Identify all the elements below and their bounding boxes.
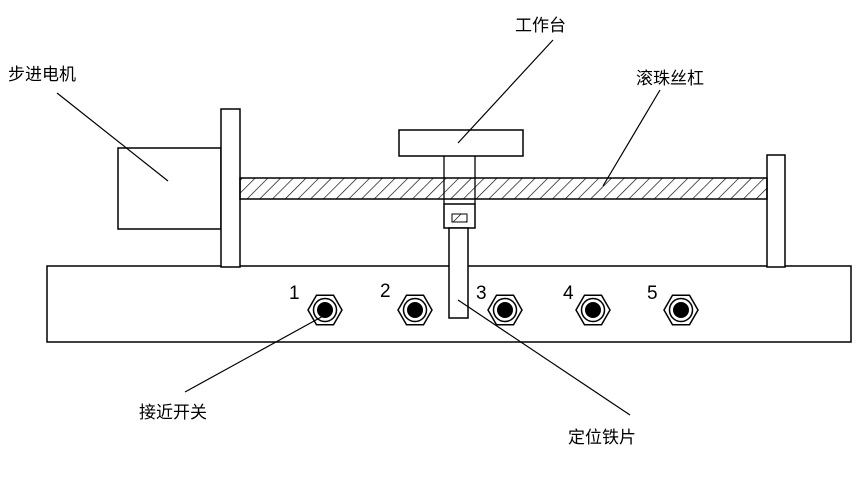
proximity-switch-3 bbox=[487, 294, 523, 326]
proximity-switch-5 bbox=[663, 294, 699, 326]
plate-label: 定位铁片 bbox=[568, 428, 636, 448]
switch-label: 接近开关 bbox=[139, 403, 207, 423]
motor-label: 步进电机 bbox=[8, 65, 76, 85]
screw-label: 滚珠丝杠 bbox=[636, 69, 704, 89]
plate-leader-line bbox=[457, 299, 631, 416]
switch-leader-line bbox=[184, 314, 326, 393]
proximity-switch-2 bbox=[397, 294, 433, 326]
proximity-switch-4 bbox=[575, 294, 611, 326]
switch-number-3: 3 bbox=[476, 283, 487, 304]
proximity-switch-1 bbox=[307, 294, 343, 326]
worktable bbox=[398, 129, 524, 157]
table-label: 工作台 bbox=[515, 16, 566, 36]
screw-leader-line bbox=[602, 89, 661, 187]
right-support-plate bbox=[766, 154, 786, 268]
left-support-plate bbox=[220, 108, 241, 268]
nut-thread-detail bbox=[451, 213, 468, 223]
switch-number-4: 4 bbox=[563, 283, 574, 304]
switch-number-5: 5 bbox=[647, 283, 658, 304]
positioning-plate bbox=[448, 227, 469, 319]
stepper-motor bbox=[117, 147, 222, 230]
table-leader-line bbox=[457, 39, 554, 144]
switch-number-2: 2 bbox=[380, 281, 391, 302]
motor-leader-line bbox=[56, 92, 169, 182]
switch-number-1: 1 bbox=[289, 283, 300, 304]
ball-screw bbox=[239, 177, 768, 200]
